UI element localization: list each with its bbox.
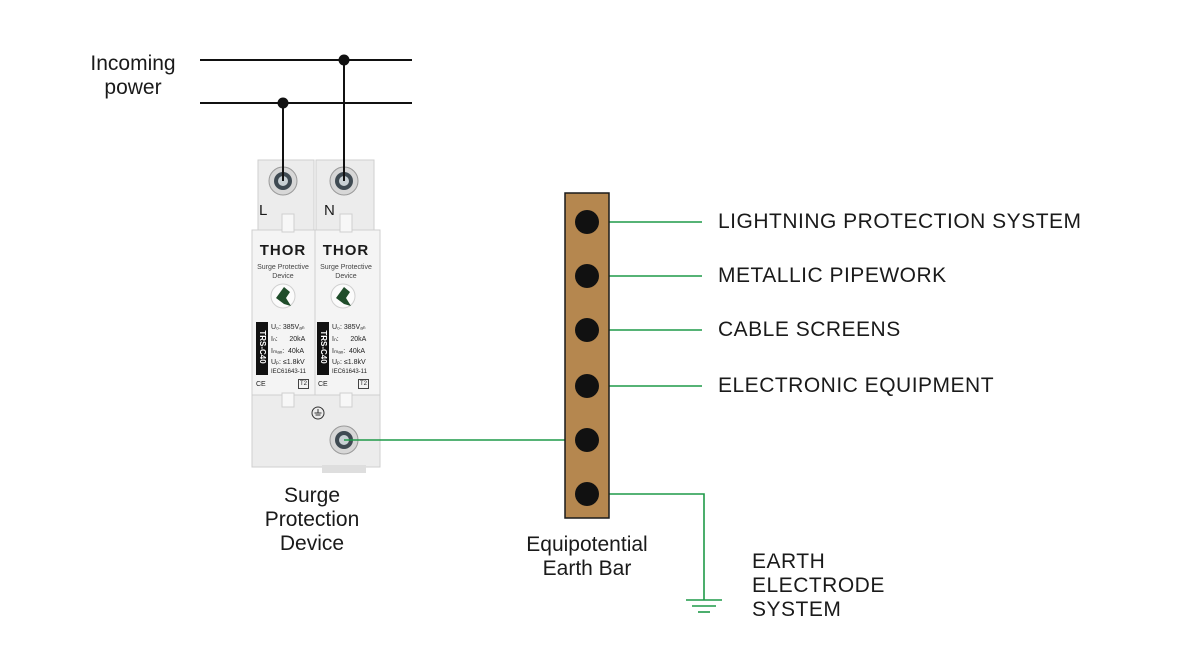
model-label-l: TRS-C40	[258, 330, 267, 364]
earth-electrode-wire	[587, 493, 705, 600]
connection-label-4: ELECTRONIC EQUIPMENT	[718, 374, 995, 397]
spd-caption-2: Protection	[264, 508, 360, 531]
spec-imax-n: Iₘₐₓ: 40kA	[332, 348, 365, 355]
earth-electrode-line2: ELECTRODE	[752, 574, 885, 597]
earth-bar-stud	[575, 264, 599, 288]
earth-electrode-line3: SYSTEM	[752, 598, 842, 621]
incoming-power-label: Incoming power	[70, 52, 196, 100]
earth-bar-caption: Equipotential Earth Bar	[500, 533, 674, 581]
earth-bar-stud	[575, 318, 599, 342]
spec-up-n: Uₚ: ≤1.8kV	[332, 359, 366, 366]
brand-logo-n: THOR	[322, 242, 370, 259]
spec-imax-l: Iₘₐₓ: 40kA	[271, 348, 304, 355]
incoming-power-line2: power	[104, 76, 162, 99]
connection-label-2: METALLIC PIPEWORK	[718, 264, 947, 287]
class-mark-n: T2	[358, 379, 370, 389]
earth-bar-caption-2: Earth Bar	[542, 557, 632, 580]
equipotential-earth-bar	[564, 192, 610, 519]
earth-bar-stud	[575, 428, 599, 452]
model-label-n: TRS-C40	[319, 330, 328, 364]
spec-up-l: Uₚ: ≤1.8kV	[271, 359, 305, 366]
module-subtitle-l-2: Device	[272, 273, 294, 280]
spec-in-l: Iₙ: 20kA	[271, 336, 306, 343]
earth-bar-stud	[575, 210, 599, 234]
ground-symbol-icon	[686, 599, 722, 613]
earth-bar-caption-1: Equipotential	[526, 533, 648, 556]
status-indicator-n-icon	[336, 287, 351, 306]
spec-in-n: Iₙ: 20kA	[332, 336, 367, 343]
earth-electrode-label: EARTH ELECTRODE SYSTEM	[752, 550, 885, 622]
ce-mark-l: CE	[256, 381, 266, 388]
terminal-label-l: L	[259, 202, 268, 219]
ce-mark-n: CE	[318, 381, 328, 388]
terminal-label-n: N	[324, 202, 335, 219]
surge-protective-device	[251, 159, 381, 473]
module-subtitle-l-1: Surge Protective	[257, 264, 309, 271]
status-indicator-l-icon	[276, 287, 291, 306]
earth-electrode-line1: EARTH	[752, 550, 826, 573]
connection-label-1: LIGHTNING PROTECTION SYSTEM	[718, 210, 1082, 233]
spec-uc-n: U₀: 385Vₐₙ	[332, 324, 366, 331]
earth-bar-stud	[575, 374, 599, 398]
spd-caption: Surge Protection Device	[232, 484, 392, 556]
standard-n: IEC61643-11	[332, 369, 367, 375]
earth-symbol-icon	[311, 406, 325, 420]
standard-l: IEC61643-11	[271, 369, 306, 375]
spd-caption-3: Device	[279, 532, 345, 555]
earth-bar-stud	[575, 482, 599, 506]
module-subtitle-n-2: Device	[335, 273, 357, 280]
module-subtitle-n-1: Surge Protective	[320, 264, 372, 271]
spd-caption-1: Surge	[283, 484, 341, 507]
spec-uc-l: U₀: 385Vₐₙ	[271, 324, 305, 331]
connection-label-3: CABLE SCREENS	[718, 318, 901, 341]
brand-logo-l: THOR	[259, 242, 307, 259]
class-mark-l: T2	[298, 379, 310, 389]
incoming-power-line1: Incoming	[90, 52, 176, 75]
